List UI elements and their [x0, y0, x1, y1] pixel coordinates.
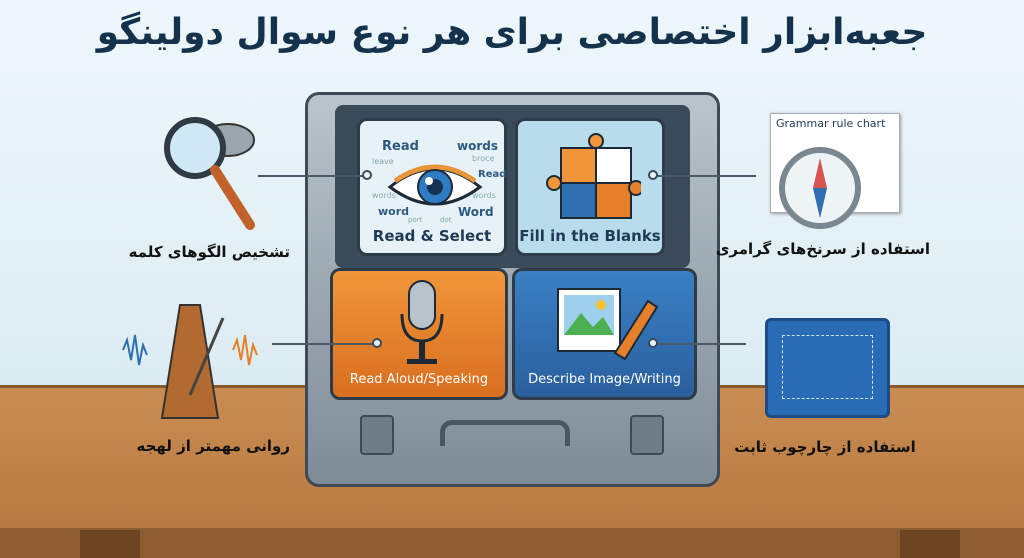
word: port	[408, 216, 423, 224]
blueprint-icon	[765, 318, 890, 418]
word: Read	[478, 169, 507, 180]
magnifier-icon	[164, 117, 255, 230]
panel-label: Read Aloud/Speaking	[349, 372, 489, 387]
latch	[630, 415, 664, 455]
connector-dot	[648, 170, 658, 180]
connector-line	[656, 343, 746, 345]
word: words	[472, 191, 496, 200]
word: Read	[382, 139, 419, 154]
metronome-icon	[122, 304, 258, 419]
panel-describe-image: Describe Image/Writing	[512, 268, 697, 400]
panel-label: Read & Select	[372, 227, 492, 245]
callout-word-patterns: تشخیص الگوهای کلمه	[128, 243, 290, 261]
panel-label: Fill in the Blanks	[519, 227, 661, 245]
word: words	[372, 191, 396, 200]
connector-line	[272, 343, 380, 345]
table-edge	[0, 528, 1024, 558]
callout-fluency: روانی مهمتر از لهجه	[136, 437, 291, 455]
grammar-chart-label: Grammar rule chart	[776, 117, 886, 130]
connector-line	[258, 175, 366, 177]
callout-fixed-framework: استفاده از چارچوب ثابت	[734, 438, 916, 456]
word: words	[457, 139, 498, 153]
table-leg	[900, 530, 960, 558]
panel-label: Describe Image/Writing	[528, 372, 681, 387]
eye-icon	[387, 164, 483, 206]
latch	[360, 415, 394, 455]
connector-dot	[362, 170, 372, 180]
callout-grammar-clues: استفاده از سرنخ‌های گرامری	[715, 240, 930, 258]
word: Word	[458, 205, 494, 219]
connector-dot	[372, 338, 382, 348]
microphone-icon	[400, 280, 444, 364]
suitcase-handle	[440, 420, 570, 446]
blueprint-frame	[782, 335, 873, 399]
panel-read-aloud: Read Aloud/Speaking	[330, 268, 508, 400]
word: word	[378, 205, 410, 218]
image-pen-icon	[557, 288, 659, 361]
panel-read-select: Read words leave broce Read words words …	[357, 118, 507, 256]
panel-fill-blanks: Fill in the Blanks	[515, 118, 665, 256]
word: dot	[440, 216, 452, 224]
connector-dot	[648, 338, 658, 348]
word: leave	[372, 157, 394, 166]
table-leg	[80, 530, 140, 558]
word: broce	[472, 154, 495, 163]
page-title: جعبه‌ابزار اختصاصی برای هر نوع سوال دولی…	[96, 12, 928, 53]
puzzle-icon	[546, 133, 641, 219]
compass-icon	[779, 147, 861, 229]
connector-line	[656, 175, 756, 177]
